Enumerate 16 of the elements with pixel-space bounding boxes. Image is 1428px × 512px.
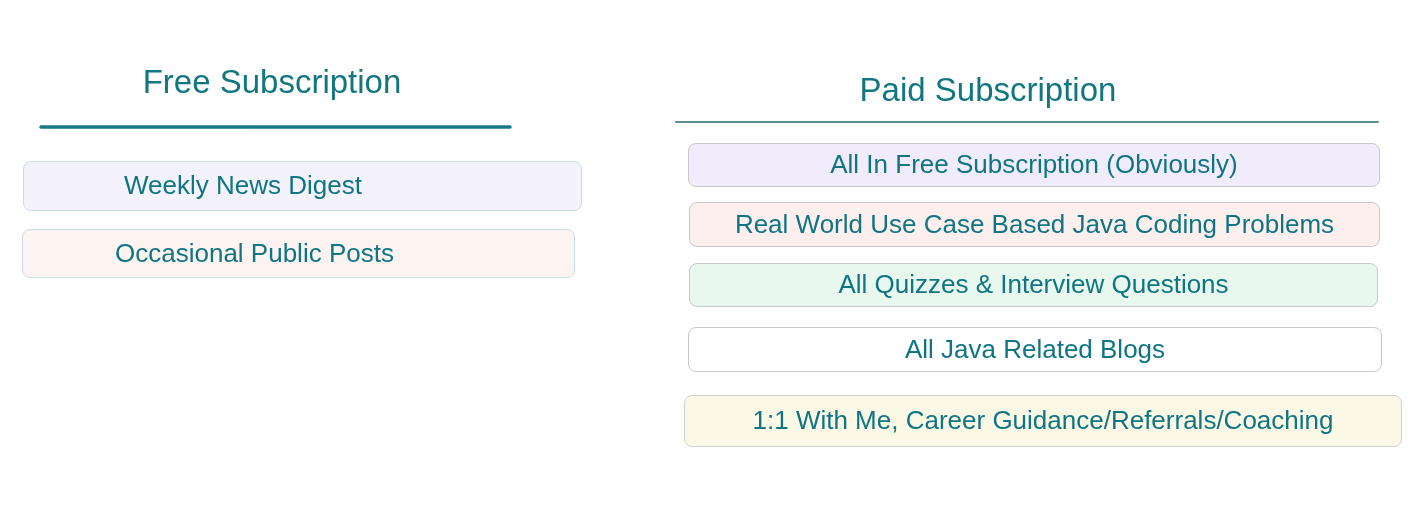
- feature-box: [688, 327, 1382, 372]
- feature-text: Occasional Public Posts: [115, 237, 394, 270]
- feature-text: All Java Related Blogs: [904, 333, 1166, 366]
- feature-text: All In Free Subscription (Obviously): [830, 149, 1238, 181]
- feature-box: [22, 229, 575, 278]
- feature-box: [684, 395, 1402, 447]
- feature-text: Weekly News Digest: [124, 170, 362, 202]
- feature-text: All Quizzes & Interview Questions: [838, 269, 1229, 301]
- column-heading: Paid Subscription: [859, 71, 1117, 109]
- feature-text: 1:1 With Me, Career Guidance/Referrals/Coaching: [752, 405, 1334, 437]
- feature-box: [689, 202, 1380, 247]
- feature-box: [23, 161, 582, 211]
- feature-text: Real World Use Case Based Java Coding Problems: [734, 208, 1335, 241]
- feature-box: [688, 143, 1380, 187]
- column-heading: Free Subscription: [142, 63, 402, 101]
- feature-box: [689, 263, 1378, 307]
